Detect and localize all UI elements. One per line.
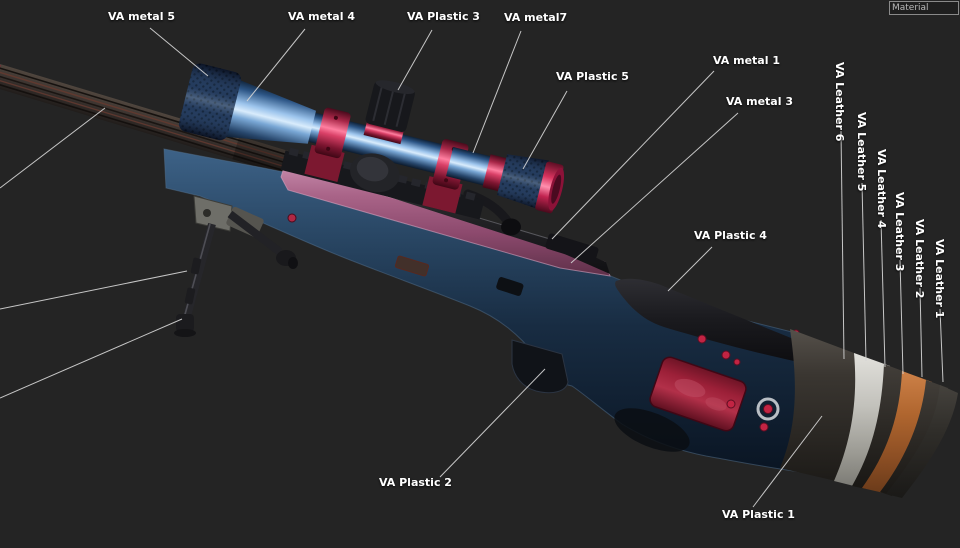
sling-ring <box>756 397 780 421</box>
leader-leather5 <box>861 182 867 362</box>
label-va-leather-2: VA Leather 2 <box>913 219 926 299</box>
label-va-metal-7: VA metal7 <box>504 11 568 24</box>
leader-plastic2 <box>439 368 546 478</box>
leader-plastic5 <box>522 90 568 170</box>
leather-2-band <box>880 380 948 496</box>
grip-pedestal <box>511 339 569 394</box>
red-plate <box>649 356 747 432</box>
cheek-rest <box>615 278 796 361</box>
label-va-leather-6: VA Leather 6 <box>833 62 846 142</box>
label-va-metal-1: VA metal 1 <box>713 54 780 67</box>
trigger-slot <box>496 277 524 296</box>
label-va-leather-3: VA Leather 3 <box>893 192 906 272</box>
label-va-metal-3: VA metal 3 <box>726 95 793 108</box>
label-va-metal-4: VA metal 4 <box>288 10 355 23</box>
label-va-plastic-2: VA Plastic 2 <box>379 476 452 489</box>
rail-insert <box>545 233 599 263</box>
label-va-plastic-4: VA Plastic 4 <box>694 229 767 242</box>
leader-metal7 <box>472 30 522 154</box>
label-va-leather-1: VA Leather 1 <box>933 239 946 319</box>
leather-3-band <box>862 371 932 493</box>
label-va-plastic-1: VA Plastic 1 <box>722 508 795 521</box>
leader-metal1 <box>551 70 715 240</box>
leader-leather2 <box>919 287 923 378</box>
forend-screw <box>287 213 297 223</box>
label-va-metal-5: VA metal 5 <box>108 10 175 23</box>
leader-plastic1 <box>752 415 823 508</box>
forend-plate <box>394 255 430 277</box>
bolt-knob <box>501 218 521 236</box>
leader-leather1 <box>939 308 944 383</box>
label-va-leather-5: VA Leather 5 <box>855 112 868 192</box>
label-va-plastic-3: VA Plastic 3 <box>407 10 480 23</box>
leader-metal3 <box>570 112 739 264</box>
leader-offscreen-barrel <box>0 107 106 189</box>
leader-plastic3 <box>397 29 433 91</box>
thumbhole <box>614 408 690 452</box>
leader-plastic4 <box>667 246 713 292</box>
annotation-leader-lines <box>0 27 944 508</box>
material-name-input[interactable] <box>889 1 959 15</box>
label-va-leather-4: VA Leather 4 <box>875 149 888 229</box>
leader-leather6 <box>840 130 845 360</box>
leather-4-band <box>852 364 909 489</box>
label-va-plastic-5: VA Plastic 5 <box>556 70 629 83</box>
leader-offscreen-bipod-foot <box>0 318 183 399</box>
scope <box>178 63 565 220</box>
leather-1-pad <box>886 385 958 498</box>
leader-leather3 <box>899 259 904 375</box>
leader-leather4 <box>880 219 886 368</box>
bipod <box>174 195 298 337</box>
leader-offscreen-bipod-upper <box>0 270 188 310</box>
leather-5-band <box>834 353 891 487</box>
leader-metal4 <box>246 28 306 102</box>
leader-metal5 <box>149 27 209 77</box>
